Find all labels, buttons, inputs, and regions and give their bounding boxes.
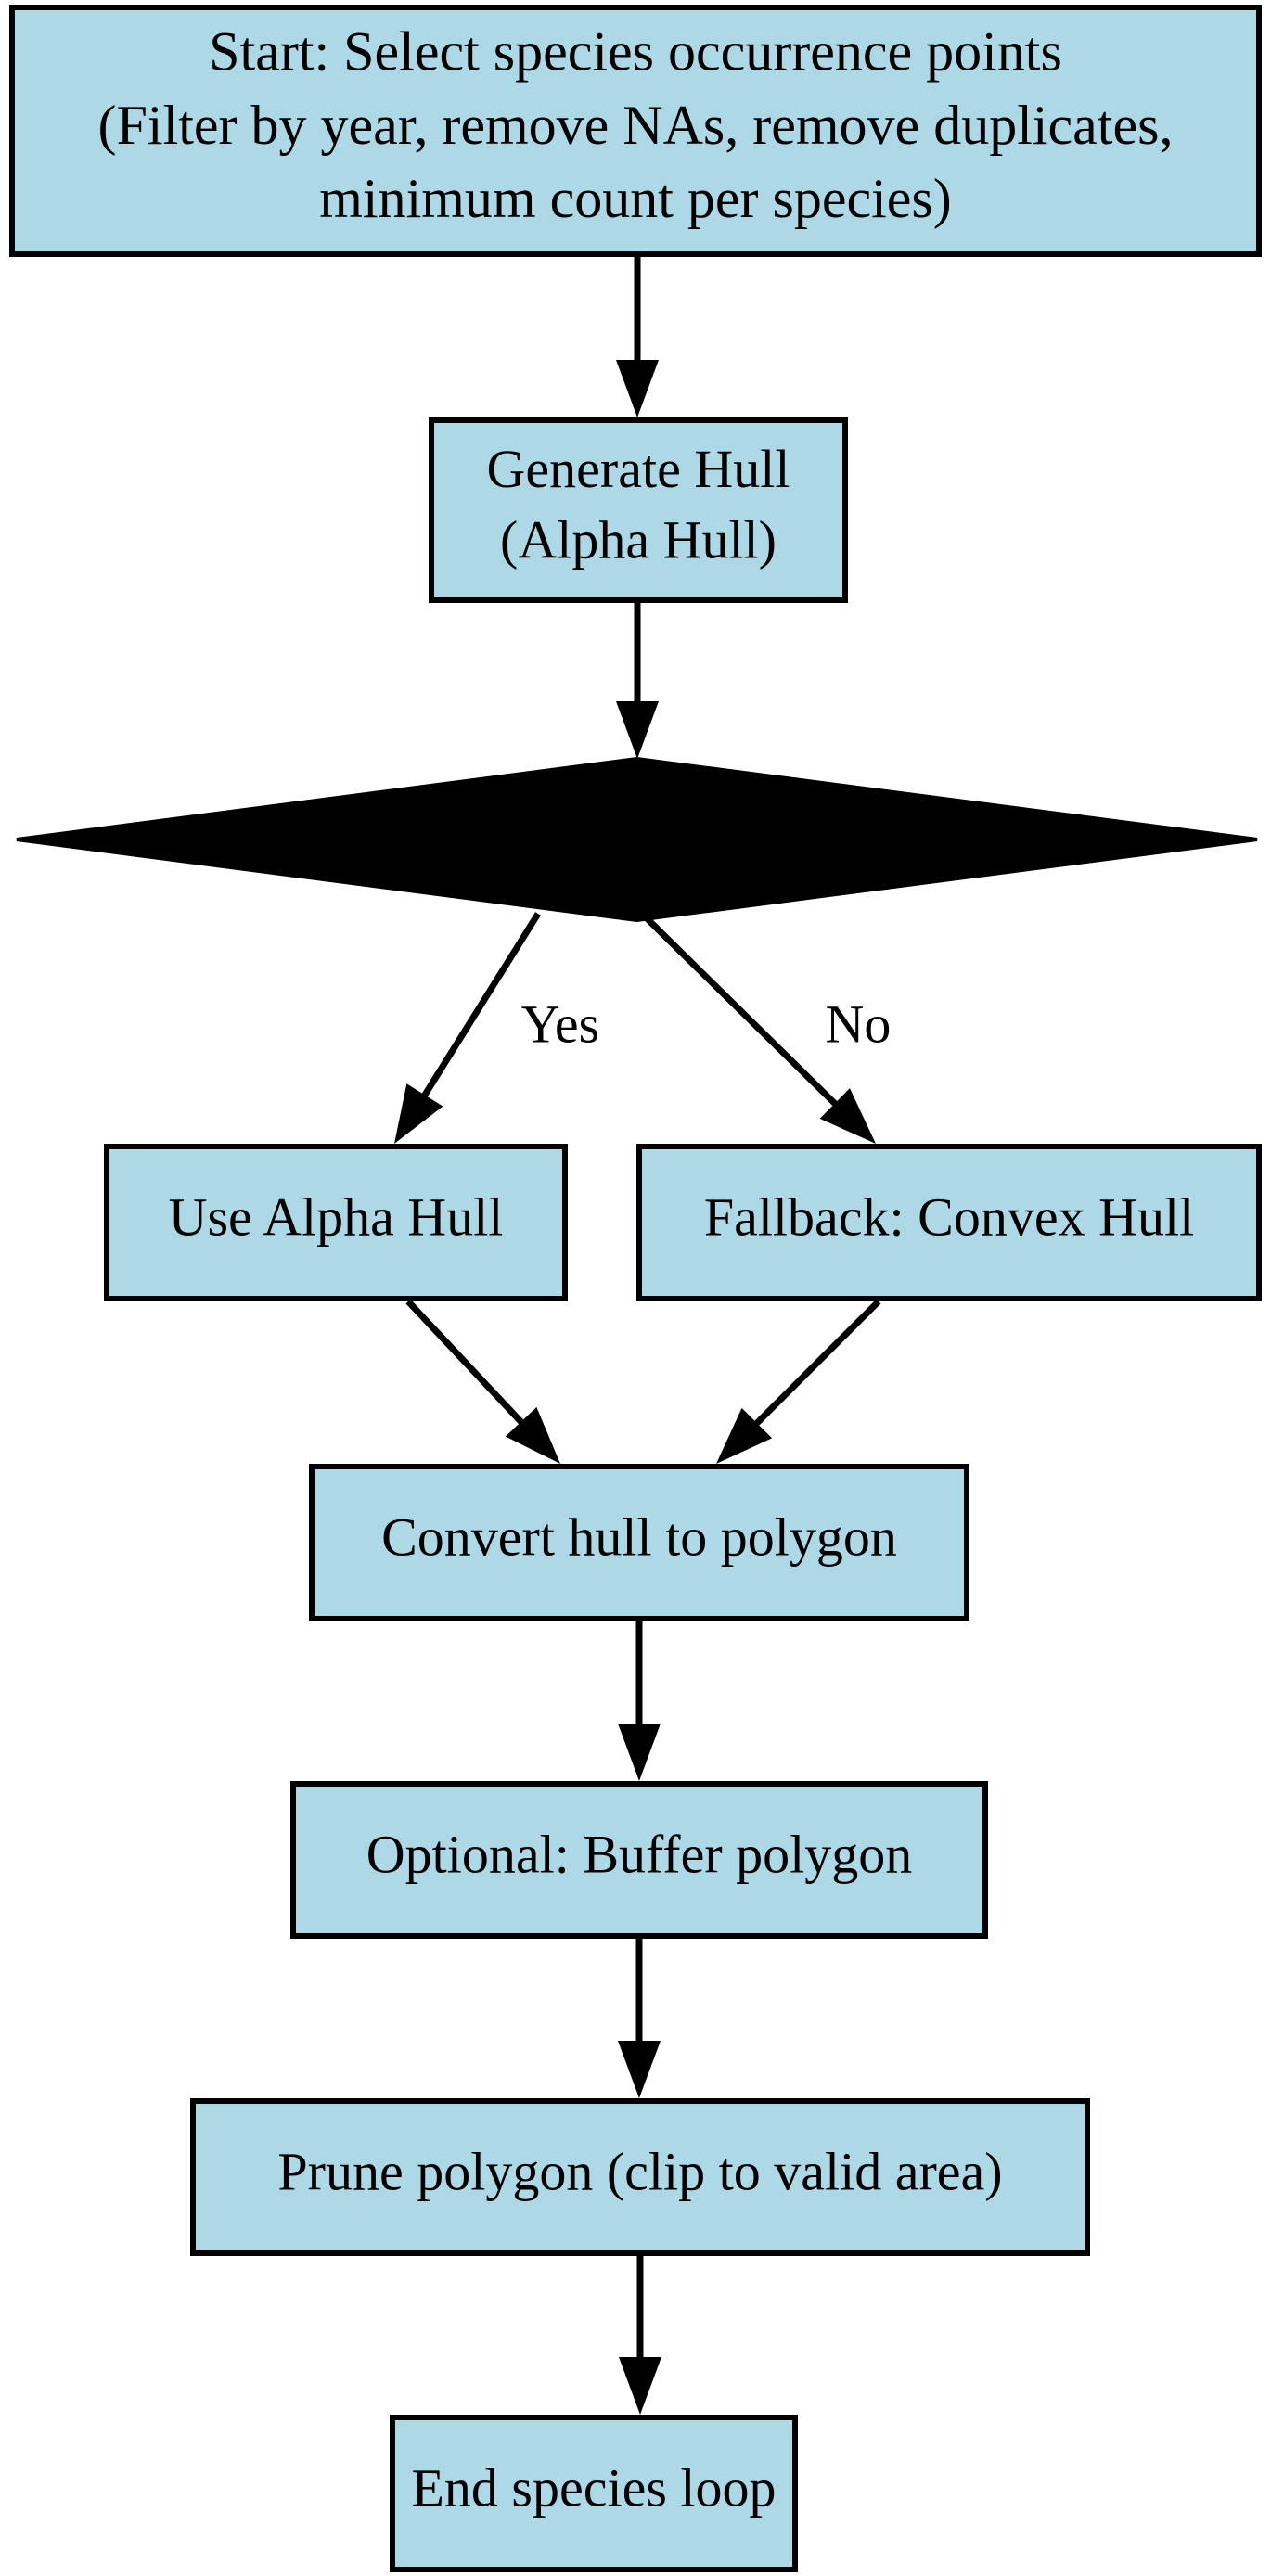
node-box-shape xyxy=(390,2415,798,2572)
edge-arrowhead-icon xyxy=(819,1088,876,1144)
node-generate-hull[interactable]: Generate Hull (Alpha Hull) xyxy=(429,417,848,603)
node-box-shape xyxy=(190,2098,1090,2256)
edge-e-convert-buffer xyxy=(618,1621,661,1781)
node-prune-polygon[interactable]: Prune polygon (clip to valid area) xyxy=(190,2098,1090,2256)
node-label-line: Optional: Buffer polygon xyxy=(366,1824,913,1884)
node-box-shape xyxy=(290,1781,988,1939)
edge-e-decision-no xyxy=(639,911,876,1144)
edge-arrowhead-icon xyxy=(619,2357,661,2415)
node-label-line: Fallback: Convex Hull xyxy=(704,1186,1194,1247)
edge-line xyxy=(417,912,541,1104)
node-label-line: Start: Select species occurrence points xyxy=(209,21,1062,83)
node-label-line: End species loop xyxy=(411,2457,776,2518)
edge-e-alpha-convert xyxy=(405,1299,560,1464)
edge-arrowhead-icon xyxy=(505,1407,560,1464)
node-label-line: Generate Hull xyxy=(487,439,790,499)
edge-arrowhead-icon xyxy=(394,1083,443,1144)
node-label-line: minimum count per species) xyxy=(319,168,952,229)
node-decision[interactable] xyxy=(16,756,1258,923)
edge-line xyxy=(749,1299,881,1431)
edge-label-no: No xyxy=(826,993,892,1054)
edge-e-convex-convert xyxy=(716,1299,881,1464)
edge-e-prune-end xyxy=(619,2256,661,2415)
node-box-shape xyxy=(104,1144,568,1301)
edge-e-decision-yes xyxy=(394,912,541,1144)
edge-arrowhead-icon xyxy=(618,1724,661,1781)
edge-arrowhead-icon xyxy=(618,2041,661,2098)
edge-e-buffer-prune xyxy=(618,1939,661,2098)
node-label-line: Prune polygon (clip to valid area) xyxy=(277,2141,1002,2201)
decision-diamond-shape xyxy=(16,756,1258,923)
node-label-line: (Filter by year, remove NAs, remove dupl… xyxy=(98,95,1174,156)
edge-arrowhead-icon xyxy=(616,701,659,759)
node-buffer-polygon[interactable]: Optional: Buffer polygon xyxy=(290,1781,988,1939)
edge-e-generate-decision xyxy=(616,603,659,759)
node-box-shape xyxy=(429,417,848,603)
edges-layer xyxy=(394,257,881,2415)
edge-line xyxy=(639,911,842,1111)
node-label-line: Convert hull to polygon xyxy=(381,1506,897,1567)
edge-arrowhead-icon xyxy=(616,360,659,417)
node-use-alpha-hull[interactable]: Use Alpha Hull xyxy=(104,1144,568,1301)
edge-line xyxy=(405,1299,529,1429)
node-start[interactable]: Start: Select species occurrence points (… xyxy=(9,5,1262,257)
node-label-line: (Alpha Hull) xyxy=(500,510,777,570)
node-fallback-convex-hull[interactable]: Fallback: Convex Hull xyxy=(636,1144,1262,1301)
node-box-shape xyxy=(309,1464,969,1621)
node-box-shape xyxy=(9,5,1262,257)
nodes-layer: Start: Select species occurrence points (… xyxy=(9,5,1262,2572)
edge-labels-layer: Yes No xyxy=(521,993,892,1054)
node-box-shape xyxy=(636,1144,1262,1301)
node-convert-hull[interactable]: Convert hull to polygon xyxy=(309,1464,969,1621)
node-label-line: Use Alpha Hull xyxy=(169,1186,504,1247)
edge-label-yes: Yes xyxy=(521,993,599,1054)
edge-e-start-generate xyxy=(616,257,659,417)
node-end-loop[interactable]: End species loop xyxy=(390,2415,798,2572)
edge-arrowhead-icon xyxy=(716,1407,773,1464)
